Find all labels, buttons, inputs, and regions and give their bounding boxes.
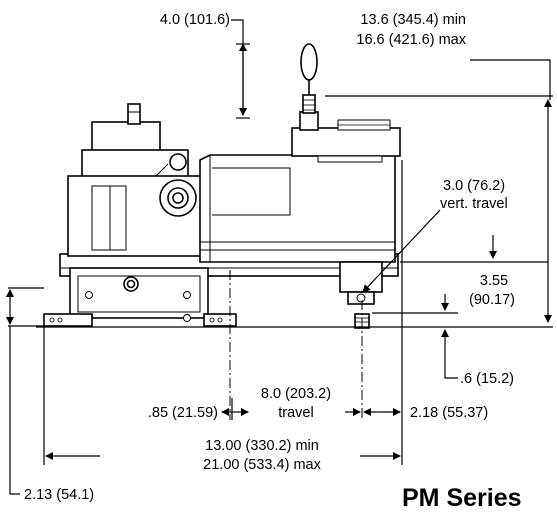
length-min-label: 13.00 (330.2) min xyxy=(205,438,319,454)
tip-offset-label: .6 (15.2) xyxy=(460,371,514,387)
centerlines xyxy=(229,270,363,420)
left-offset-label: .85 (21.59) xyxy=(148,405,218,421)
height-min-label: 13.6 (345.4) min xyxy=(360,12,466,28)
vert-travel-label: vert. travel xyxy=(440,196,508,212)
height-max-label: 16.6 (421.6) max xyxy=(356,32,466,48)
base-height-label: 2.13 (54.1) xyxy=(24,487,94,503)
machine-illustration xyxy=(43,43,401,329)
column-offset-value-label: 3.55 xyxy=(480,273,508,289)
right-offset-label: 2.18 (55.37) xyxy=(410,405,488,421)
column-offset-metric-label: (90.17) xyxy=(469,292,515,308)
length-max-label: 21.00 (533.4) max xyxy=(203,457,321,473)
vert-travel-value-label: 3.0 (76.2) xyxy=(443,178,505,194)
handle-knob xyxy=(300,43,318,81)
dimension-lines xyxy=(6,19,553,495)
horizontal-arm xyxy=(199,154,396,263)
series-title: PM Series xyxy=(402,484,522,512)
column-head xyxy=(291,127,401,157)
travel-value-label: 8.0 (203.2) xyxy=(261,386,331,402)
handle-post xyxy=(299,111,319,131)
top-clearance-label: 4.0 (101.6) xyxy=(160,12,230,28)
spindle-housing xyxy=(339,261,383,293)
travel-label: travel xyxy=(278,405,313,421)
left-foot xyxy=(43,313,93,327)
